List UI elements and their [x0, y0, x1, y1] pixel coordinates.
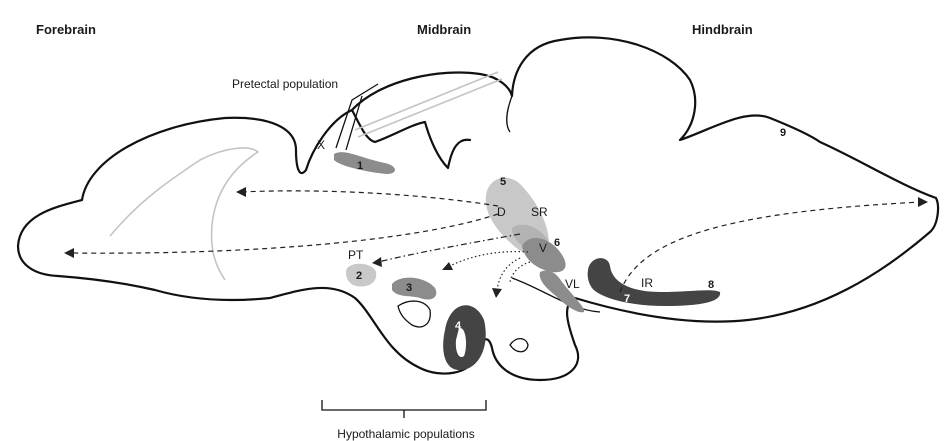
region-midbrain: Midbrain: [417, 22, 471, 37]
population-1-label: 1: [357, 160, 363, 172]
label-pt: PT: [348, 248, 364, 262]
arrowhead-pallium: [236, 187, 246, 197]
label-v: V: [539, 241, 547, 255]
population-3-shape: [392, 278, 436, 300]
cerebellar-notch: [507, 96, 512, 132]
label-sr: SR: [531, 205, 548, 219]
label-vl: VL: [565, 277, 580, 291]
region-forebrain: Forebrain: [36, 22, 96, 37]
posterior-recess: [510, 339, 528, 352]
projection-to-telencephalon: [70, 214, 498, 253]
population-4-label: 4: [455, 320, 462, 332]
projection-to-hypothalamus-b: [497, 258, 520, 292]
label-pretectal: Pretectal population: [232, 77, 338, 91]
population-5-label: 5: [500, 176, 506, 188]
label-hypothalamic: Hypothalamic populations: [337, 427, 474, 441]
projection-to-spinal-cord: [620, 202, 922, 292]
population-8-label: 8: [708, 279, 714, 291]
tectal-layer-2: [358, 79, 502, 137]
arrowhead-hypothalamus-a: [442, 262, 453, 270]
hypothalamic-pocket: [398, 301, 430, 327]
population-1-shape: [334, 152, 395, 174]
population-6-label: 6: [554, 237, 560, 249]
population-ir-shape: [588, 258, 720, 306]
population-9-label: 9: [780, 127, 786, 139]
population-7-label: 7: [624, 293, 630, 305]
projection-to-pt: [378, 234, 520, 262]
arrowhead-spinal-cord: [918, 197, 928, 207]
population-3-label: 3: [406, 282, 412, 294]
arrowhead-hypothalamus-b: [492, 288, 502, 298]
region-hindbrain: Hindbrain: [692, 22, 753, 37]
label-ir: IR: [641, 276, 653, 290]
label-d: D: [497, 205, 506, 219]
hypothalamic-bracket: [322, 400, 486, 418]
label-x: X: [317, 138, 325, 152]
projection-to-pallium: [240, 191, 498, 206]
tectal-layer-1: [355, 72, 498, 130]
arrowhead-telencephalon: [64, 248, 74, 258]
arrowhead-pt: [372, 257, 382, 267]
forebrain-ventricle: [110, 148, 258, 280]
population-2-label: 2: [356, 270, 362, 282]
